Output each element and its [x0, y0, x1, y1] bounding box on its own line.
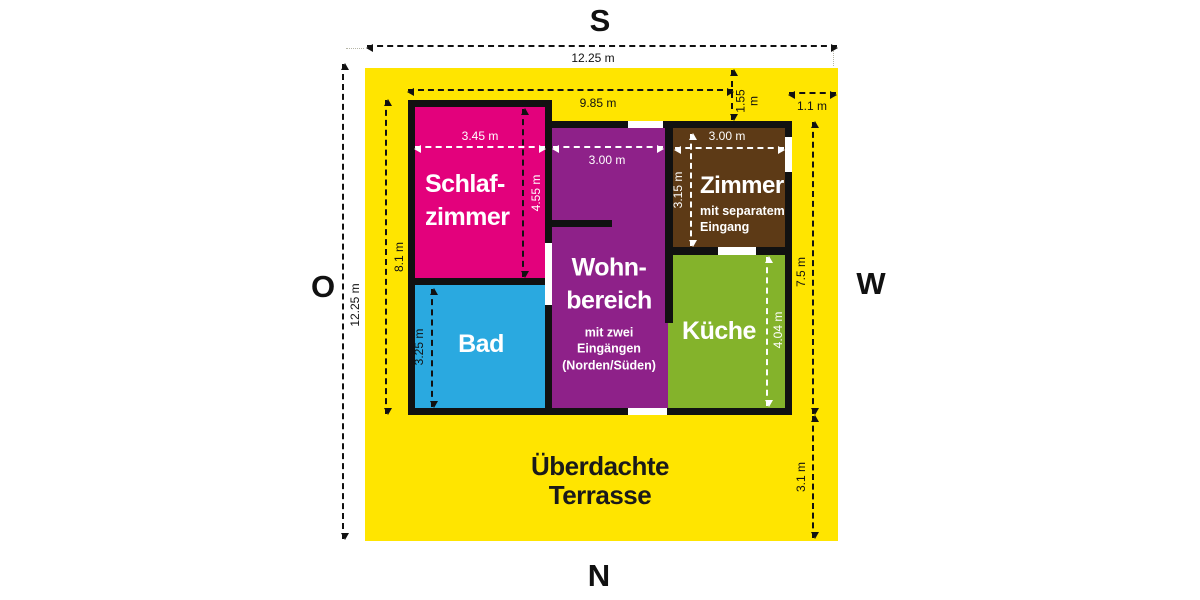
- extension-line: [346, 48, 364, 49]
- dim-zimmer-height: [689, 133, 697, 247]
- door-opening-zimmer-separate-entrance: [785, 137, 792, 172]
- dim-label-schlafzimmer-height: 4.55 m: [529, 174, 543, 212]
- dim-label-zimmer-height: 3.15 m: [671, 171, 685, 209]
- wall-house-north: [408, 408, 792, 415]
- dim-label-south-offset: 1.55 m: [733, 89, 760, 113]
- door-opening-zimmer-kueche: [718, 247, 756, 255]
- compass-west-label: W: [856, 266, 886, 301]
- room-label-bad: Bad: [458, 329, 504, 358]
- wall-house-west: [785, 121, 792, 415]
- dim-label-west-side: 7.5 m: [794, 256, 808, 288]
- room-label-wohnbereich: Wohn- bereich: [566, 253, 652, 315]
- room-label-zimmer: Zimmer: [700, 172, 784, 199]
- wall-wohnbereich-kueche: [665, 255, 673, 323]
- dim-label-schlafzimmer-width: 3.45 m: [461, 129, 499, 143]
- room-sublabel-zimmer: mit separatem Eingang: [700, 204, 785, 235]
- dim-schlafzimmer-height: [521, 108, 529, 278]
- dim-south-offset: [730, 69, 738, 121]
- dim-label-wohnbereich-width: 3.00 m: [588, 153, 626, 167]
- dim-label-terrace-north: 3.1 m: [794, 461, 808, 493]
- room-bad: [415, 285, 545, 408]
- dim-house-width: [407, 88, 734, 96]
- dim-label-house-width: 9.85 m: [579, 96, 617, 110]
- compass-south-label: S: [589, 3, 611, 38]
- dim-label-kueche-height: 4.04 m: [771, 311, 785, 349]
- dim-site-width: [366, 44, 838, 52]
- dim-kueche-height: [765, 256, 773, 407]
- dim-site-height: [341, 63, 349, 540]
- terrace-label: Überdachte Terrasse: [530, 450, 670, 510]
- wall-schlafzimmer-top: [408, 100, 552, 107]
- room-label-kueche: Küche: [682, 316, 756, 345]
- dim-house-height: [384, 99, 392, 415]
- room-kueche: [668, 255, 785, 408]
- room-wohnbereich: [552, 128, 668, 408]
- dim-terrace-north: [811, 415, 819, 539]
- wall-schlafzimmer-bad: [408, 278, 545, 285]
- compass-north-label: N: [587, 558, 611, 593]
- wall-wohnbereich-zimmer: [665, 121, 673, 255]
- room-sublabel-wohnbereich: mit zwei Eingängen (Norden/Süden): [562, 325, 656, 373]
- dim-bad-height: [430, 288, 438, 408]
- dim-schlafzimmer-width: [414, 145, 546, 153]
- door-opening-north-entrance: [628, 408, 667, 415]
- dim-wohnbereich-width: [552, 145, 664, 153]
- dim-label-zimmer-width: 3.00 m: [708, 129, 746, 143]
- door-opening-wohnbereich-schlafbereich: [545, 243, 552, 305]
- wall-house-east: [408, 100, 415, 415]
- dim-west-offset: [788, 91, 837, 99]
- wall-stub-wohnbereich: [552, 220, 612, 227]
- dim-zimmer-width: [674, 146, 785, 154]
- room-label-schlafzimmer: Schlaf- zimmer: [425, 170, 510, 231]
- dim-label-site-width: 12.25 m: [571, 51, 615, 65]
- dim-west-side: [811, 121, 819, 415]
- dim-label-house-height: 8.1 m: [392, 241, 406, 273]
- compass-east-label: O: [310, 269, 336, 304]
- door-opening-south-entrance: [628, 121, 663, 128]
- dim-label-bad-height: 3.25 m: [412, 328, 426, 366]
- dim-label-west-offset: 1.1 m: [796, 99, 828, 113]
- extension-line: [833, 48, 834, 66]
- dim-label-site-height: 12.25 m: [348, 283, 362, 327]
